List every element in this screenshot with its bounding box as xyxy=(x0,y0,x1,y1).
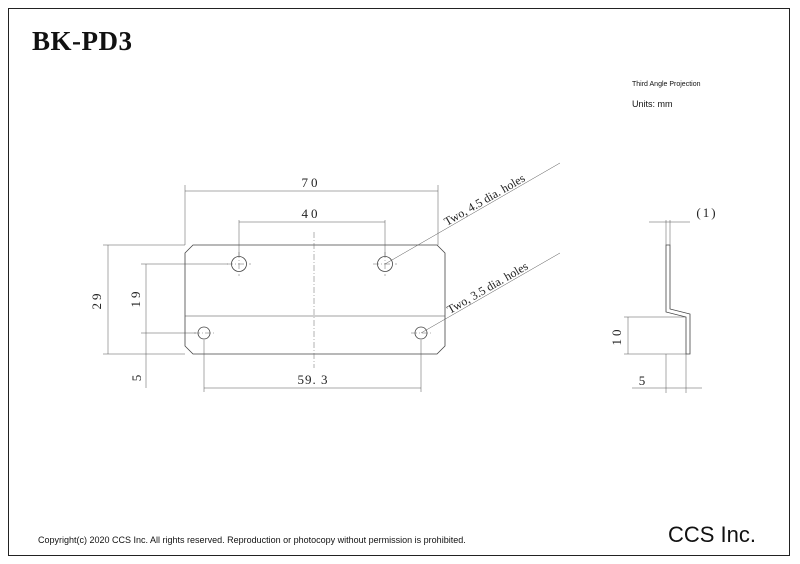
units-note: Units: mm xyxy=(632,99,673,109)
dimension-40: 40 xyxy=(302,206,321,221)
part-number-title: BK-PD3 xyxy=(32,26,133,56)
copyright-notice: Copyright(c) 2020 CCS Inc. All rights re… xyxy=(38,535,466,545)
note-large-holes: Two, 4.5 dia. holes xyxy=(442,171,528,229)
plate-outline xyxy=(184,244,446,355)
dimension-10: 10 xyxy=(609,327,624,346)
leader-small-holes xyxy=(420,252,561,334)
dimension-5: 5 xyxy=(129,375,144,382)
dimension-side-5: 5 xyxy=(639,373,646,388)
drawing-frame xyxy=(8,8,790,556)
dimension-19: 19 xyxy=(128,289,143,308)
dimension-thickness: (1) xyxy=(696,205,717,220)
dimension-59-3: 59. 3 xyxy=(298,372,329,387)
note-small-holes: Two, 3.5 dia. holes xyxy=(445,259,531,317)
projection-note: Third Angle Projection xyxy=(632,81,701,88)
dimension-29: 29 xyxy=(89,291,104,310)
side-view-profile xyxy=(665,244,691,355)
company-name: CCS Inc. xyxy=(668,522,757,547)
dimension-70: 70 xyxy=(302,175,321,190)
leader-large-holes xyxy=(384,162,561,265)
